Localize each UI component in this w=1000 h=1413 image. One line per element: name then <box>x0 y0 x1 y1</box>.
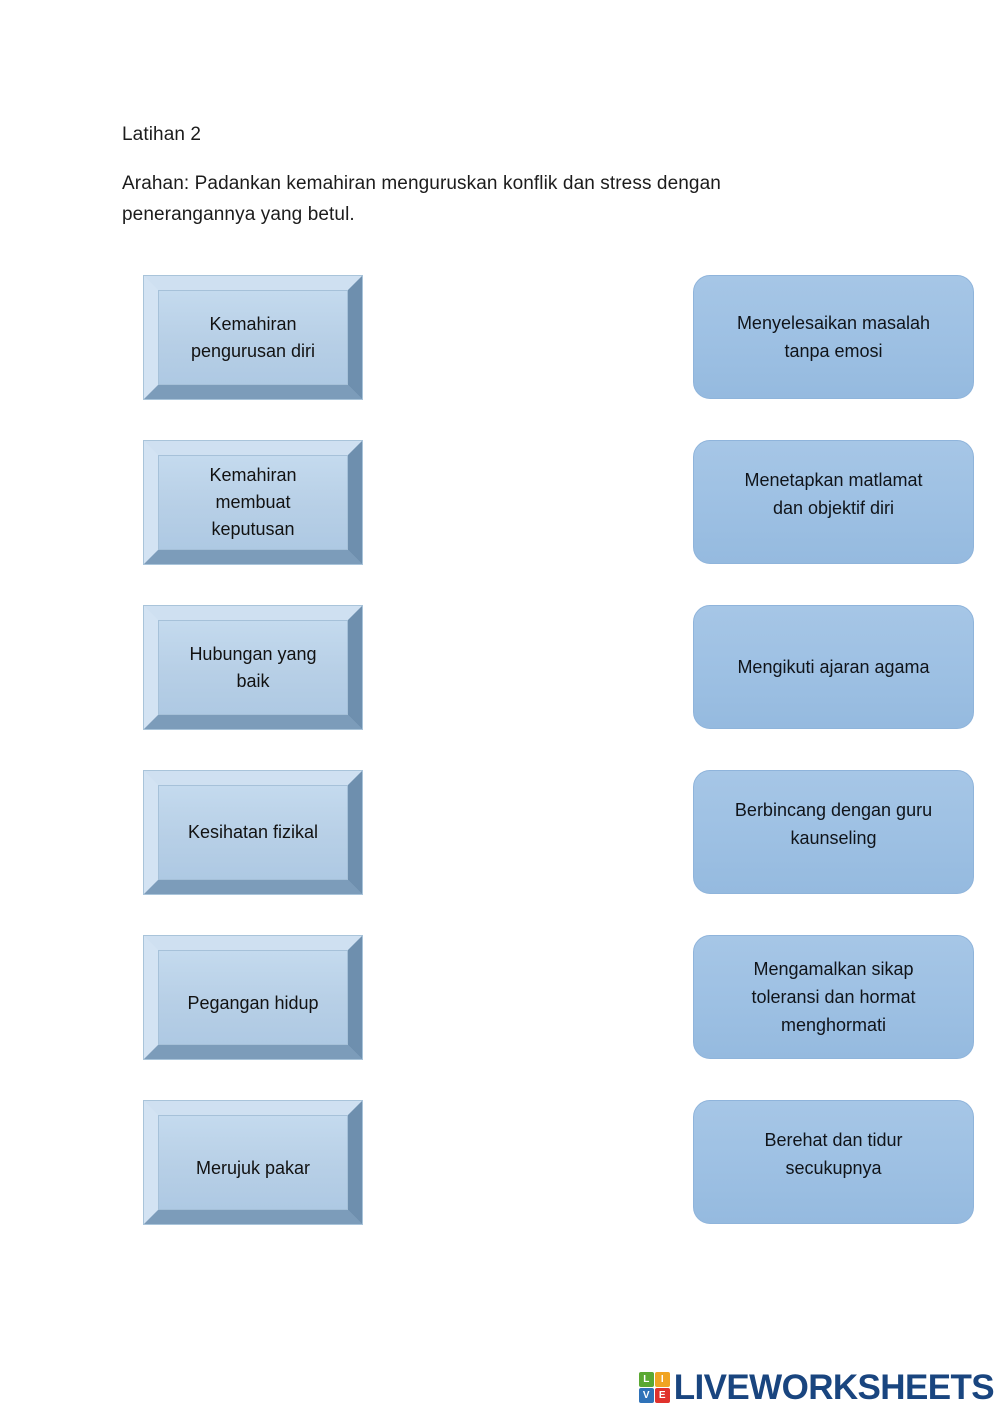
bevel-left-edge <box>144 936 158 1059</box>
bevel-left-edge <box>144 606 158 729</box>
term-label: Kemahiran membuat keputusan <box>209 465 297 539</box>
term-label: Kemahiran pengurusan diri <box>190 313 316 361</box>
term-box-inner: Kemahiran membuat keputusan <box>158 455 348 550</box>
term-box[interactable]: Kemahiran pengurusan diri <box>143 275 363 400</box>
left-terms-column: Kemahiran pengurusan diri Kemahiran memb… <box>143 275 363 1265</box>
logo-tile-i-icon: I <box>654 1372 670 1387</box>
term-label: Hubungan yang baik <box>189 643 317 691</box>
term-box-inner: Kemahiran pengurusan diri <box>158 290 348 385</box>
term-box[interactable]: Kesihatan fizikal <box>143 770 363 895</box>
term-box-inner: Kesihatan fizikal <box>158 785 348 880</box>
definition-box[interactable]: Mengamalkan sikap toleransi dan hormat m… <box>693 935 974 1059</box>
bevel-top-edge <box>144 441 362 455</box>
bevel-left-edge <box>144 441 158 564</box>
definition-box[interactable]: Mengikuti ajaran agama <box>693 605 974 729</box>
term-label: Kesihatan fizikal <box>187 822 319 842</box>
logo-wordmark: LIVEWORKSHEETS <box>673 1368 995 1407</box>
definition-label: Menyelesaikan masalah tanpa emosi <box>736 313 931 361</box>
definition-box[interactable]: Berehat dan tidur secukupnya <box>693 1100 974 1224</box>
bevel-left-edge <box>144 771 158 894</box>
term-label: Pegangan hidup <box>187 993 319 1013</box>
definition-label: Menetapkan matlamat dan objektif diri <box>744 470 923 518</box>
logo-tiles-grid: L I V E <box>638 1372 670 1403</box>
bevel-right-edge <box>348 936 362 1059</box>
term-box-inner: Hubungan yang baik <box>158 620 348 715</box>
instruction-text: Arahan: Padankan kemahiran menguruskan k… <box>122 173 721 225</box>
bevel-bottom-edge <box>144 715 362 729</box>
definition-label: Berehat dan tidur secukupnya <box>764 1130 903 1178</box>
term-box-inner: Pegangan hidup <box>158 950 348 1045</box>
bevel-right-edge <box>348 1101 362 1224</box>
bevel-right-edge <box>348 771 362 894</box>
bevel-bottom-edge <box>144 1045 362 1059</box>
logo-tile-l-icon: L <box>638 1372 654 1387</box>
definition-label: Mengikuti ajaran agama <box>737 657 930 677</box>
bevel-top-edge <box>144 606 362 620</box>
bevel-right-edge <box>348 606 362 729</box>
definition-label: Mengamalkan sikap toleransi dan hormat m… <box>751 959 916 1035</box>
right-definitions-column: Menyelesaikan masalah tanpa emosi Meneta… <box>693 275 974 1265</box>
definition-box[interactable]: Menyelesaikan masalah tanpa emosi <box>693 275 974 399</box>
bevel-top-edge <box>144 936 362 950</box>
bevel-left-edge <box>144 1101 158 1224</box>
definition-label: Berbincang dengan guru kaunseling <box>734 800 933 848</box>
bevel-right-edge <box>348 441 362 564</box>
bevel-bottom-edge <box>144 550 362 564</box>
term-box[interactable]: Hubungan yang baik <box>143 605 363 730</box>
bevel-bottom-edge <box>144 1210 362 1224</box>
term-label: Merujuk pakar <box>195 1158 311 1178</box>
bevel-bottom-edge <box>144 385 362 399</box>
definition-box[interactable]: Berbincang dengan guru kaunseling <box>693 770 974 894</box>
page-title: Latihan 2 <box>122 124 202 145</box>
term-box-inner: Merujuk pakar <box>158 1115 348 1210</box>
definition-box[interactable]: Menetapkan matlamat dan objektif diri <box>693 440 974 564</box>
bevel-top-edge <box>144 771 362 785</box>
term-box[interactable]: Merujuk pakar <box>143 1100 363 1225</box>
bevel-bottom-edge <box>144 880 362 894</box>
liveworksheets-logo[interactable]: L I V E LIVEWORKSHEETS <box>638 1368 995 1407</box>
logo-tile-e-icon: E <box>654 1388 670 1403</box>
term-box[interactable]: Kemahiran membuat keputusan <box>143 440 363 565</box>
term-box[interactable]: Pegangan hidup <box>143 935 363 1060</box>
bevel-top-edge <box>144 276 362 290</box>
bevel-right-edge <box>348 276 362 399</box>
bevel-left-edge <box>144 276 158 399</box>
worksheet-header: Latihan 2 Arahan: Padankan kemahiran men… <box>122 120 882 230</box>
bevel-top-edge <box>144 1101 362 1115</box>
logo-tile-v-icon: V <box>638 1388 654 1403</box>
